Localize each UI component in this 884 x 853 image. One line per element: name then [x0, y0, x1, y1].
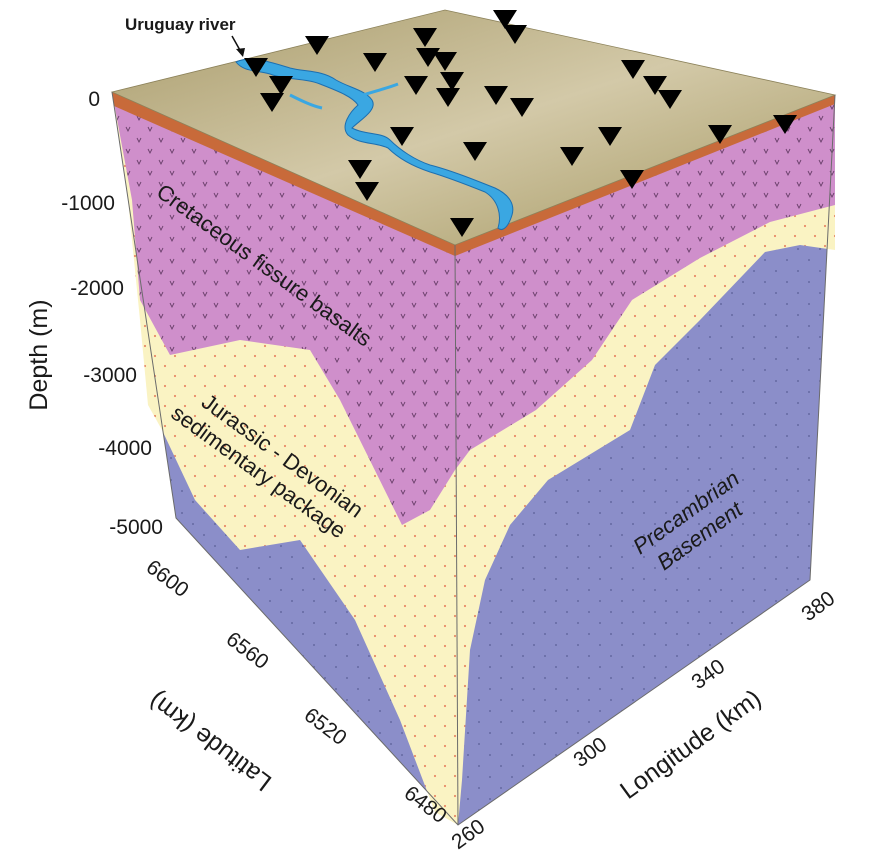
depth-tick-2000: -2000: [70, 277, 124, 300]
well-marker-icon: [305, 36, 329, 55]
wells-group: [244, 10, 797, 237]
left-face: [112, 92, 458, 825]
well-marker-icon: [269, 76, 293, 95]
depth-tick-0: 0: [88, 88, 100, 111]
well-marker-icon: [621, 60, 645, 79]
well-marker-icon: [433, 52, 457, 71]
well-marker-icon: [708, 125, 732, 144]
depth-tick-5000: -5000: [109, 516, 163, 539]
well-marker-icon: [484, 86, 508, 105]
river-label: Uruguay river: [125, 15, 236, 34]
latitude-axis-title: Latitude (km): [144, 686, 277, 796]
box-edges: [111, 91, 836, 826]
left-basalt-layer: [112, 92, 455, 525]
well-marker-icon: [436, 88, 460, 107]
right-basalt-layer: [455, 95, 835, 470]
well-marker-icon: [244, 58, 268, 77]
well-marker-icon: [503, 25, 527, 44]
longitude-axis-title: Longitude (km): [615, 684, 766, 805]
well-marker-icon: [773, 115, 797, 134]
well-marker-icon: [450, 218, 474, 237]
latitude-tick-6600: 6600: [142, 556, 193, 602]
well-marker-icon: [643, 76, 667, 95]
well-marker-icon: [463, 142, 487, 161]
well-marker-icon: [413, 28, 437, 47]
well-marker-icon: [440, 72, 464, 91]
right-face: [455, 95, 835, 825]
well-marker-icon: [390, 127, 414, 146]
latitude-tick-6520: 6520: [300, 704, 351, 750]
well-marker-icon: [348, 160, 372, 179]
well-marker-icon: [404, 76, 428, 95]
well-marker-icon: [363, 53, 387, 72]
well-marker-icon: [510, 98, 534, 117]
depth-tick-4000: -4000: [98, 437, 152, 460]
river-arrow-icon: [231, 35, 245, 57]
depth-tick-1000: -1000: [61, 192, 115, 215]
right-soil-layer: [455, 95, 835, 256]
well-marker-icon: [493, 10, 517, 29]
well-marker-icon: [260, 93, 284, 112]
depth-axis-title: Depth (m): [25, 299, 53, 410]
well-marker-icon: [355, 182, 379, 201]
latitude-tick-6560: 6560: [222, 628, 273, 674]
uruguay-river: [235, 58, 514, 230]
well-marker-icon: [658, 90, 682, 109]
depth-tick-3000: -3000: [83, 364, 137, 387]
longitude-tick-380: 380: [797, 587, 839, 626]
left-soil-layer: [112, 92, 455, 256]
well-marker-icon: [598, 127, 622, 146]
depth-axis: 0 -1000 -2000 -3000 -4000 -5000 Depth (m…: [25, 88, 163, 539]
well-marker-icon: [620, 170, 644, 189]
well-marker-icon: [560, 147, 584, 166]
